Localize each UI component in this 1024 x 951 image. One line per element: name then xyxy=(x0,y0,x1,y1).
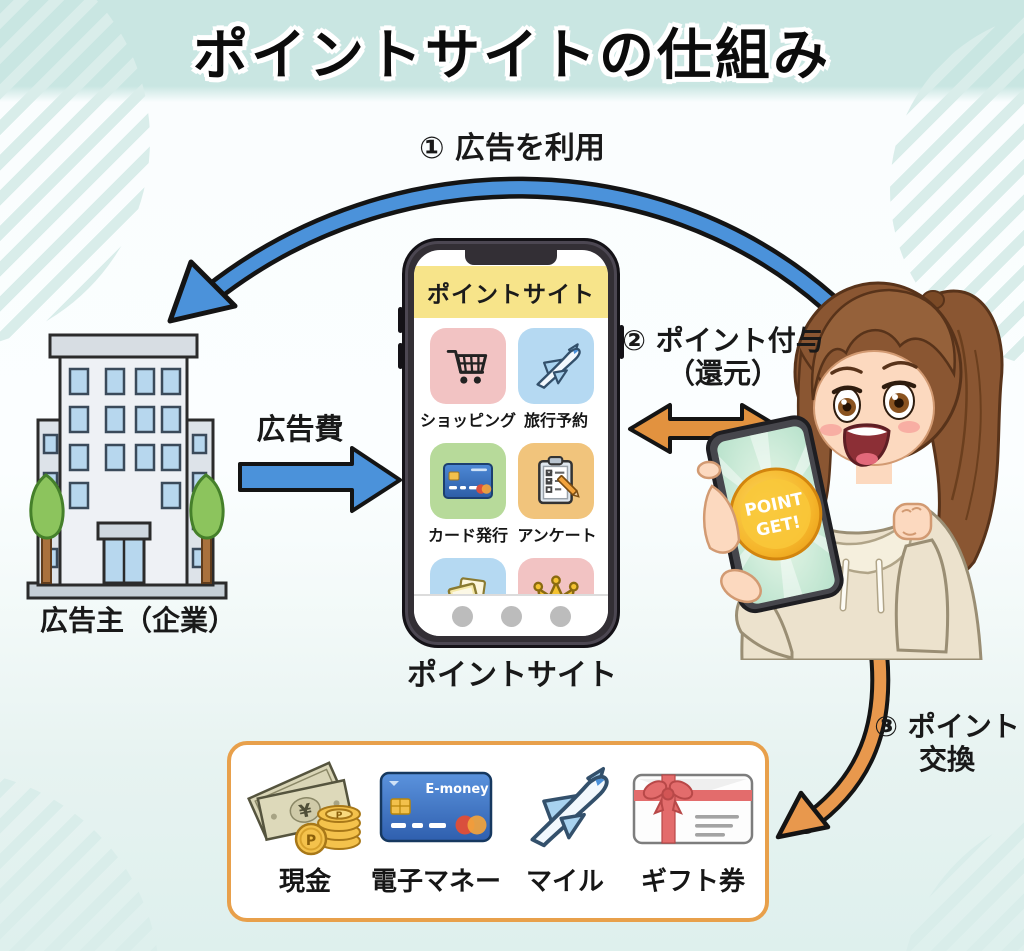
exchange-label-gift: ギフト券 xyxy=(640,867,745,897)
app-header: ポイントサイト xyxy=(414,266,608,318)
office-building-icon xyxy=(26,333,228,600)
airplane-icon xyxy=(536,343,581,389)
step2-label-line2: （還元） xyxy=(666,357,779,391)
tile-label-travel: 旅行予約 xyxy=(523,411,588,430)
pointsite-phone: ポイントサイト ショッピング 旅行予約 xyxy=(398,238,624,648)
step3-label: ③ ポイント 交換 xyxy=(862,710,1024,776)
page-title: ポイントサイトの仕組み xyxy=(192,23,831,87)
miles-airplane-icon xyxy=(530,766,609,848)
exchange-item-miles: マイル xyxy=(501,755,629,898)
eyes xyxy=(831,380,917,423)
happy-user-illustration: POINT GET! xyxy=(696,281,1004,660)
bangs-hair xyxy=(810,288,956,401)
stripe-deco-bottom-right xyxy=(900,805,1024,951)
point-badge: POINT GET! xyxy=(729,467,823,561)
holding-hand xyxy=(696,460,762,604)
coin-front: P xyxy=(294,822,328,856)
right-sleeve xyxy=(894,538,950,654)
exchange-item-emoney: E-money 電子マネー xyxy=(371,755,501,898)
phone-power-button xyxy=(619,325,624,359)
svg-text:¥: ¥ xyxy=(297,800,314,823)
cash-icon: ¥ P P xyxy=(247,761,361,856)
exchange-label-emoney: 電子マネー xyxy=(371,867,502,897)
tree-icon xyxy=(29,473,65,584)
tile-survey xyxy=(518,443,594,519)
tile-label-survey: アンケート xyxy=(517,526,597,545)
hoodie-drawstrings xyxy=(839,558,885,614)
phone-volume-button xyxy=(398,307,403,333)
exchange-item-cash: ¥ P P 現金 xyxy=(239,755,371,898)
step1-label: ① 広告を利用 xyxy=(419,131,605,166)
gift-card-icon xyxy=(632,773,754,845)
credit-card-icon xyxy=(443,463,493,499)
tile-shopping xyxy=(430,328,506,404)
step3-label-line1: ③ ポイント xyxy=(874,710,1020,743)
shopping-cart-icon xyxy=(446,349,488,384)
advertiser-label: 広告主（企業） xyxy=(39,604,236,637)
phone-caption: ポイントサイト xyxy=(407,658,617,693)
phone-notch xyxy=(465,250,557,265)
tile-card-issue xyxy=(430,443,506,519)
survey-clipboard-icon xyxy=(538,456,580,505)
stripe-deco-bottom-left xyxy=(0,770,160,951)
phone-bottom-bar xyxy=(414,594,608,636)
phone-volume-button xyxy=(398,343,403,369)
nav-dot xyxy=(500,605,522,627)
ad-fee-label: 広告費 xyxy=(256,412,344,446)
ad-fee-arrow-icon xyxy=(238,446,402,513)
tree-icon xyxy=(189,473,225,584)
emoney-card-icon: E-money xyxy=(379,771,493,843)
tile-label-shopping: ショッピング xyxy=(419,411,516,430)
step2-label: ② ポイント付与 （還元） xyxy=(616,324,830,390)
coin-stack xyxy=(317,805,361,850)
emoney-card-text: E-money xyxy=(425,782,489,797)
exchange-options-box: ¥ P P 現金 xyxy=(227,741,769,922)
exchange-label-miles: マイル xyxy=(526,867,605,897)
nav-dot xyxy=(549,605,571,627)
step2-label-line1: ② ポイント付与 xyxy=(622,324,824,357)
ribbon-bow xyxy=(642,780,694,815)
entrance-canopy xyxy=(96,521,152,541)
tile-travel xyxy=(518,328,594,404)
raised-fist xyxy=(892,502,933,541)
step3-label-line2: 交換 xyxy=(918,743,975,777)
nav-dot xyxy=(451,605,473,627)
open-smile-mouth xyxy=(843,423,891,467)
phone-screen: ポイントサイト ショッピング 旅行予約 xyxy=(414,250,608,636)
exchange-item-gift: ギフト券 xyxy=(629,755,757,898)
tile-label-card-issue: カード発行 xyxy=(427,526,508,545)
svg-text:P: P xyxy=(336,811,343,821)
exchange-label-cash: 現金 xyxy=(278,867,331,897)
svg-text:P: P xyxy=(306,833,316,849)
